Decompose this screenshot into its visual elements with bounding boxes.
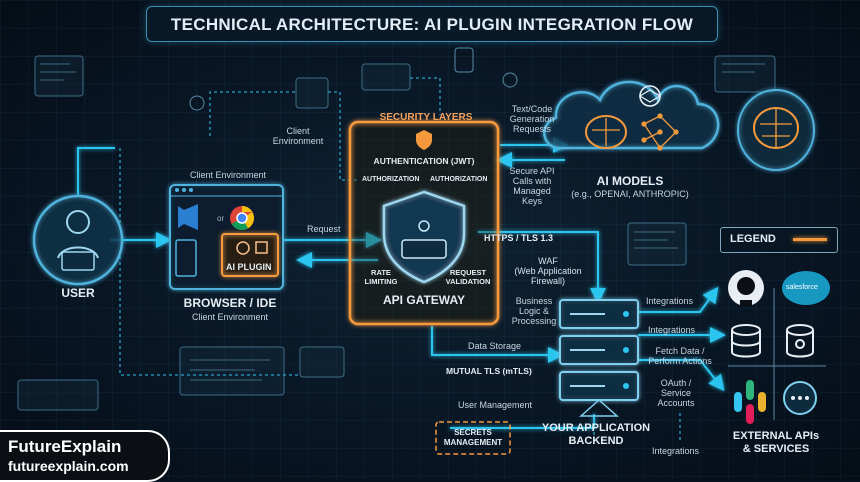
secrets-management-label: SECRETS MANAGEMENT: [443, 428, 503, 447]
slack-icon: [734, 380, 766, 424]
ai-models-label: AI MODELS: [596, 174, 664, 188]
client-env-upper-label: Client Environment: [272, 126, 324, 146]
ai-models-sub-label: (e.g., OPENAI, ANTHROPIC): [571, 189, 689, 199]
https-label: HTTPS / TLS 1.3: [484, 233, 554, 243]
backend-server-stack: [559, 299, 639, 401]
user-avatar: [32, 194, 124, 286]
integrations-label-2: Integrations: [648, 325, 696, 335]
legend-swatch: [793, 238, 827, 241]
backend-label: YOUR APPLICATION BACKEND: [541, 422, 651, 447]
vscode-icon: [178, 204, 198, 230]
data-storage-label: Data Storage: [468, 341, 522, 351]
neural-net-icon: [641, 113, 679, 151]
request-label: Request: [307, 224, 341, 234]
authorization-left-label: AUTHORIZATION: [362, 176, 420, 183]
page-title: TECHNICAL ARCHITECTURE: AI PLUGIN INTEGR…: [170, 15, 694, 34]
waf-label: WAF (Web Application Firewall): [514, 256, 582, 286]
mtls-label: MUTUAL TLS (mTLS): [446, 366, 532, 376]
ai-plugin-box: [221, 233, 279, 277]
salesforce-icon: [782, 271, 830, 305]
brand-url[interactable]: futureexplain.com: [8, 458, 129, 474]
title-banner: TECHNICAL ARCHITECTURE: AI PLUGIN INTEGR…: [146, 6, 718, 42]
fetch-data-label: Fetch Data / Perform Actions: [648, 346, 712, 366]
integrations-label-3: Integrations: [652, 446, 700, 456]
security-shield-icon: [416, 130, 432, 150]
gateway-shield-icon: [382, 190, 466, 284]
client-env-top-label: Client Environment: [190, 170, 267, 180]
oauth-label: OAuth / Service Accounts: [657, 378, 695, 408]
secure-api-label: Secure API Calls with Managed Keys: [509, 166, 555, 206]
database-icon: [731, 324, 761, 358]
brand-name: FutureExplain: [8, 437, 122, 456]
authentication-label: AUTHENTICATION (JWT): [373, 156, 475, 166]
authorization-right-label: AUTHORIZATION: [430, 176, 488, 183]
security-layers-title: SECURITY LAYERS: [379, 112, 473, 123]
decorative-panels: [17, 55, 776, 411]
external-apis-label: EXTERNAL APIs & SERVICES: [732, 430, 820, 455]
browser-ide-label: BROWSER / IDE: [183, 296, 277, 310]
text-code-label: Text/Code Generation Requests: [509, 104, 555, 134]
legend-label: LEGEND: [730, 233, 776, 245]
user-label: USER: [61, 286, 95, 300]
integrations-label-1: Integrations: [646, 296, 694, 306]
brand-badge[interactable]: FutureExplain futureexplain.com: [0, 430, 170, 482]
or-label: or: [217, 214, 225, 223]
user-management-label: User Management: [458, 400, 533, 410]
brain-icon: [585, 115, 627, 149]
request-validation-label: REQUEST VALIDATION: [445, 268, 491, 286]
rate-limiting-label: RATE LIMITING: [364, 268, 398, 286]
api-gateway-label: API GATEWAY: [382, 293, 466, 307]
business-logic-label: Business Logic & Processing: [511, 296, 557, 326]
browser-sub-label: Client Environment: [191, 312, 269, 322]
legend: LEGEND: [720, 227, 838, 253]
database-settings-icon: [786, 324, 814, 358]
ai-models-cloud: [543, 80, 720, 150]
salesforce-label: salesforce: [786, 284, 818, 291]
secrets-management-box: [435, 421, 511, 455]
ai-plugin-label: AI PLUGIN: [226, 262, 272, 272]
